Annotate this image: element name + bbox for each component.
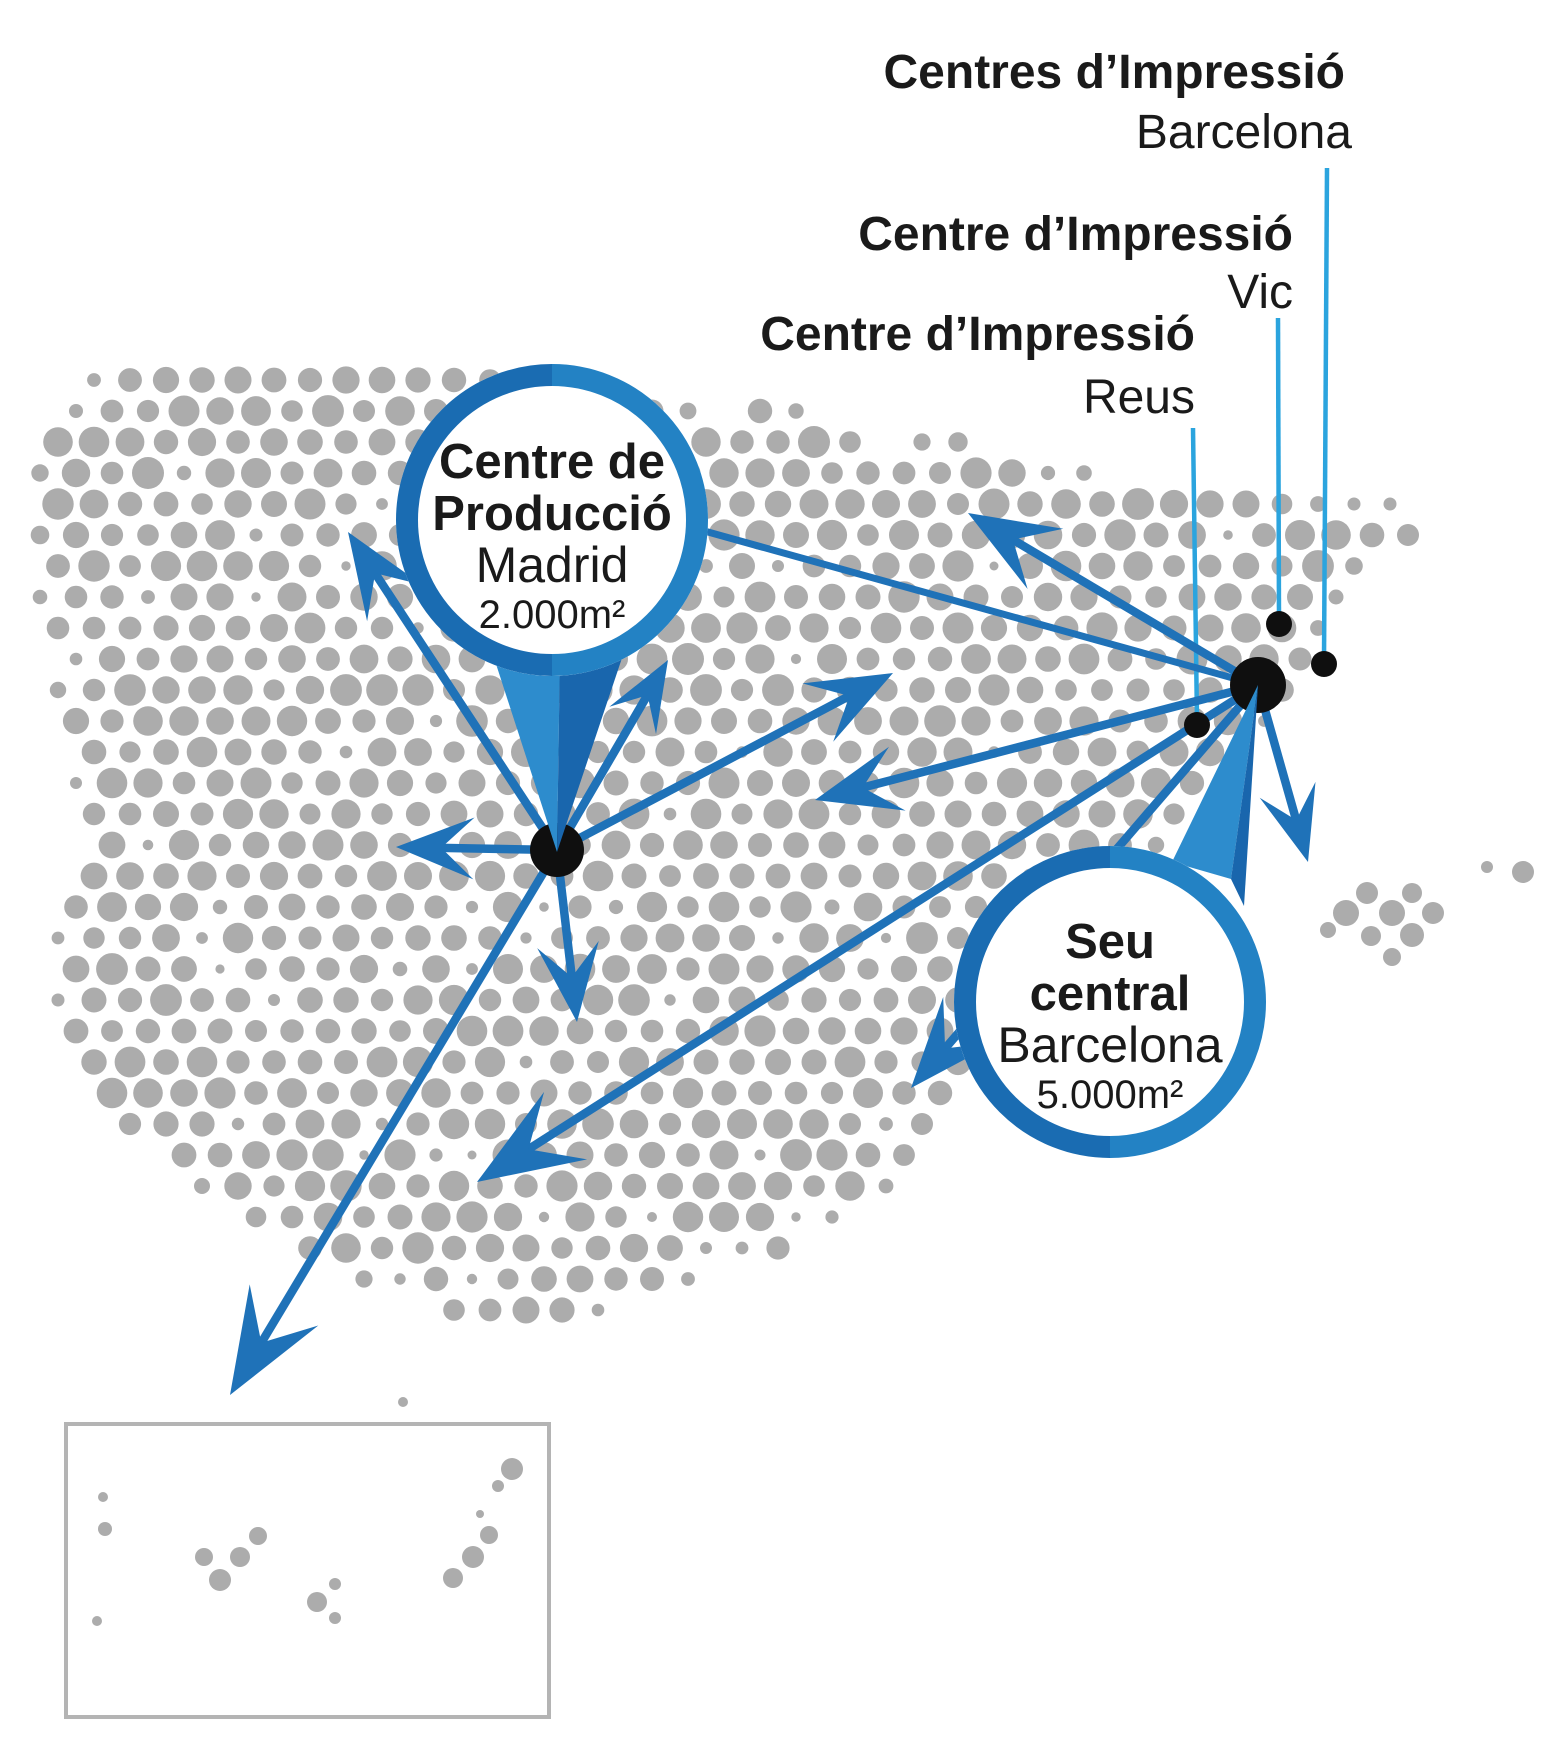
label-centre-impressio-reus: Centre d’Impressió — [760, 308, 1195, 361]
label-city-vic: Vic — [1227, 266, 1293, 319]
callout-circles — [396, 364, 1266, 1158]
canary-islands-inset — [64, 1422, 551, 1719]
label-city-reus: Reus — [1083, 371, 1195, 424]
madrid-callout-area: 2.000m² — [479, 593, 626, 637]
callout-tails — [496, 648, 1258, 906]
barcelona-callout-text: Seu central Barcelona 5.000m² — [997, 915, 1222, 1117]
balearic-islands-dots — [398, 861, 1534, 1407]
label-centre-impressio-vic: Centre d’Impressió — [858, 208, 1293, 261]
barcelona-callout-city: Barcelona — [997, 1017, 1222, 1073]
madrid-callout-city: Madrid — [476, 537, 629, 593]
city-label-pointer-lines — [1190, 167, 1330, 722]
barcelona-callout-area: 5.000m² — [1037, 1073, 1184, 1117]
impression-centres-labels: Centres d’Impressió Barcelona Centre d’I… — [760, 46, 1352, 424]
madrid-callout-text: Centre de Producció Madrid 2.000m² — [432, 435, 672, 637]
barcelona-callout-title-1: Seu — [1065, 915, 1155, 969]
label-centres-impressio-barcelona: Centres d’Impressió — [884, 46, 1345, 99]
label-city-barcelona: Barcelona — [1136, 106, 1352, 159]
madrid-callout-title-1: Centre de — [439, 435, 665, 489]
madrid-callout-title-2: Producció — [432, 487, 672, 541]
barcelona-callout-title-2: central — [1030, 967, 1191, 1021]
